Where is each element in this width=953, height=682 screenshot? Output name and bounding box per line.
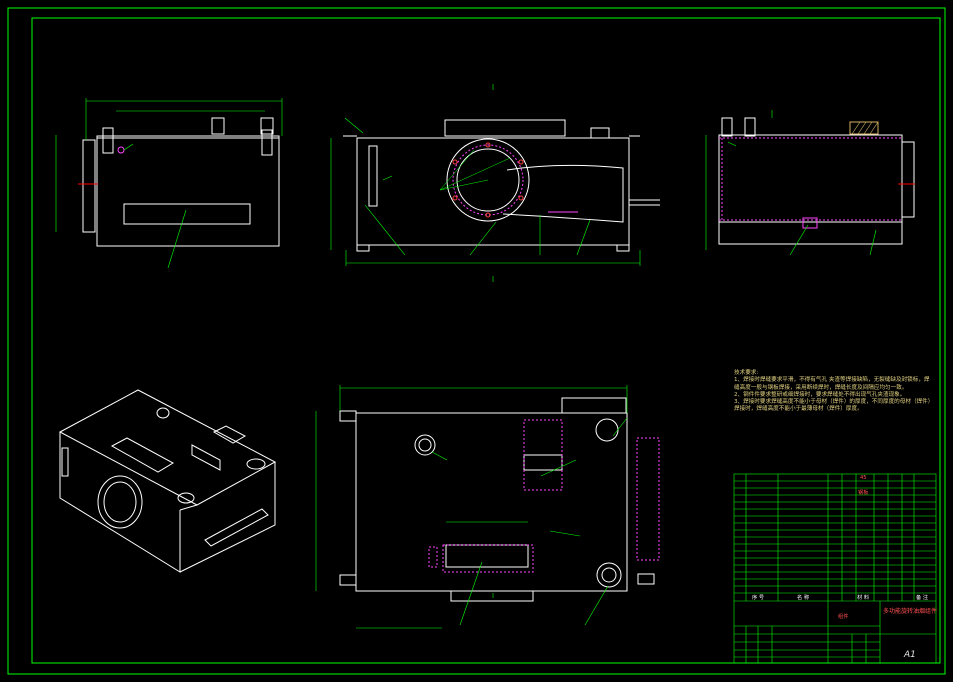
- main-front-view: [343, 119, 660, 252]
- front-view-dimensions: [55, 98, 283, 269]
- technical-requirements-heading: 技术要求:: [734, 370, 759, 376]
- technical-requirements: 技术要求: 1、焊接时焊缝要求平滑，不得有气孔 夹渣等焊接缺陷，无裂缝缺及封锁标…: [734, 370, 934, 414]
- front-view-left: [78, 117, 280, 247]
- main-front-dimensions: [330, 84, 641, 282]
- title-block-col-material: 材 料: [857, 595, 870, 601]
- side-view-hatch-lines: [851, 121, 879, 135]
- side-view-right: [718, 117, 915, 245]
- technical-requirement-3: 3、焊接时要求焊缝高度不能小于母材（焊件）的厚度，不同厚度的母材（焊件）焊接时，…: [734, 399, 934, 413]
- title-block-col-remark: 备 注: [916, 595, 929, 601]
- parts-material-45: 45: [860, 475, 867, 481]
- title-block-col-name: 名 称: [797, 595, 810, 601]
- isometric-view: [58, 389, 277, 573]
- technical-requirement-2: 2、钢件件要求整研或细焊接时，要求焊缝处不得出现气孔夹渣现象。: [734, 391, 906, 398]
- title-block-drawing-title: 多功能旋转油烟组件: [883, 608, 938, 615]
- title-block-col-seq: 序 号: [752, 595, 765, 601]
- inner-frame: [31, 17, 941, 664]
- top-view-dimensions: [315, 385, 628, 629]
- top-view: [339, 397, 655, 602]
- main-front-flange: [439, 138, 530, 222]
- side-view-dimensions: [705, 110, 877, 256]
- title-block-part-label: 组件: [838, 614, 849, 620]
- title-block-grid: [733, 473, 937, 664]
- parts-material-steel: 钢板: [858, 490, 869, 496]
- title-block-sheet-size: A1: [904, 650, 916, 660]
- technical-requirement-1: 1、焊接时焊缝要求平滑，不得有气孔 夹渣等焊接缺陷，无裂缝缺及封锁标，焊缝高度一…: [734, 377, 930, 391]
- outer-frame: [7, 7, 946, 675]
- top-view-weld-lines: [428, 419, 660, 573]
